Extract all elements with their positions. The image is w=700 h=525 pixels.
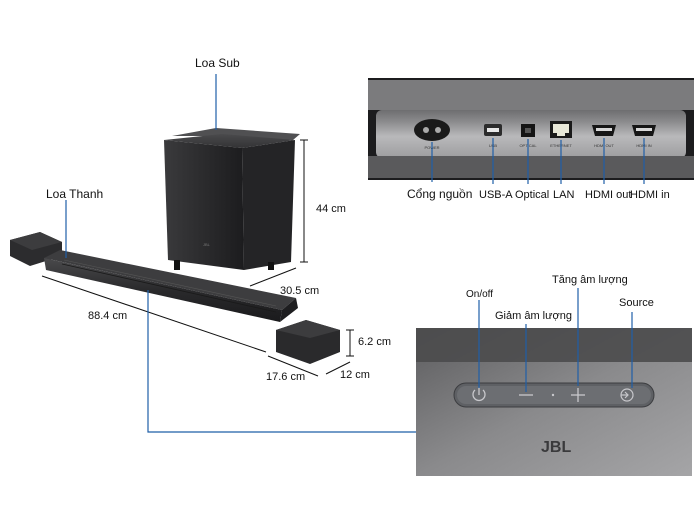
label-usb: USB-A [479,189,513,201]
satellite-height-dim: 6.2 cm [358,336,392,348]
power-port [414,119,450,141]
label-vol-up: Tăng âm lượng [552,274,628,286]
label-on-off: On/off [466,289,494,300]
label-optical: Optical [515,189,550,201]
sub-logo: JBL [203,242,211,247]
power-icon[interactable] [472,387,486,402]
sub-label: Loa Sub [195,56,240,70]
satellite-right [276,320,340,364]
bar-label: Loa Thanh [46,187,104,201]
control-callouts [478,288,633,392]
satellite-depth-dim: 12 cm [340,369,370,381]
label-vol-down: Giảm âm lượng [495,310,572,322]
hdmi-in-port [632,125,656,136]
sub-depth-dim: 30.5 cm [280,285,320,297]
soundbar [44,250,298,322]
usb-port [484,124,502,136]
satellite-width-dim: 17.6 cm [266,371,306,383]
label-power-port: Cổng nguồn [407,187,473,201]
port-callouts [431,138,645,184]
hdmi-out-port [592,125,616,136]
jbl-logo: JBL [541,439,571,456]
label-source: Source [619,297,654,309]
label-hdmi-in: HDMI in [630,189,670,201]
dimension-lines [41,139,354,377]
port-panel: POWER USB OPTICAL ETHERNET HDMI OUT HDMI… [368,78,694,180]
sub-height-dim: 44 cm [316,203,346,215]
optical-port [521,124,535,137]
control-connector-line [147,290,418,433]
label-hdmi-out: HDMI out [585,189,632,201]
lan-port [550,121,572,138]
subwoofer: JBL [164,128,300,270]
label-lan: LAN [553,189,575,201]
plus-icon[interactable] [571,388,585,402]
indicator-dot [551,393,555,397]
bar-width-dim: 88.4 cm [88,310,128,322]
source-icon[interactable] [620,388,634,402]
control-panel: JBL [416,328,692,476]
